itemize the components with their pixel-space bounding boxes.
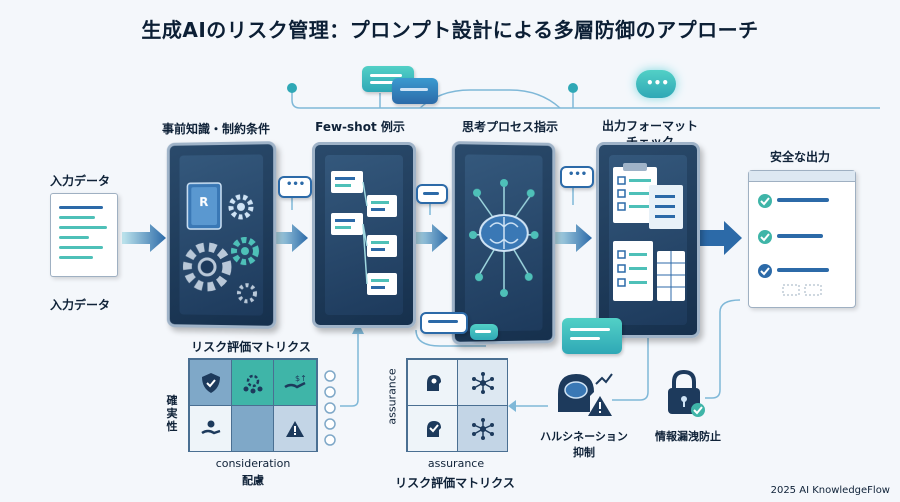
arrow-format-to-output [696, 221, 742, 255]
checklist-graphic [609, 155, 687, 325]
left-matrix-x-label-1: consideration [198, 457, 308, 470]
check-icon-2 [758, 230, 772, 244]
left-matrix-cell-5 [231, 405, 274, 452]
left-matrix-cell-4 [189, 405, 232, 452]
right-risk-matrix [406, 358, 508, 452]
left-matrix-cell-1 [189, 359, 232, 406]
thinking-label: 思考プロセス指示 [440, 118, 580, 135]
checklist-doc-3 [613, 241, 653, 301]
hand-money-icon: $↑ [283, 373, 307, 393]
feedback-leak [705, 300, 740, 398]
right-matrix-x-label: assurance [406, 457, 506, 470]
top-feedback-node-2 [568, 83, 578, 93]
book-gear-graphic [180, 154, 264, 315]
left-matrix-title: リスク評価マトリクス [186, 338, 316, 355]
right-matrix-cell-3 [407, 405, 458, 452]
example-card-1 [331, 171, 363, 193]
hand-person-icon [200, 419, 222, 439]
chat-bubble-lower-1 [420, 312, 468, 334]
arrow-fewshot-to-thinking [412, 224, 448, 252]
brain-network-graphic [465, 154, 543, 331]
chat-bubble-left: ••• [278, 176, 312, 198]
safe-output-window [748, 170, 856, 308]
footer-credit: 2025 AI KnowledgeFlow [771, 485, 890, 496]
left-matrix-cell-2 [231, 359, 274, 406]
example-card-4 [367, 235, 397, 257]
lock-check-badge [691, 403, 705, 417]
gear-icon-small [231, 197, 251, 217]
input-label-top: 入力データ [40, 172, 120, 189]
chat-bubble-lower-2 [470, 324, 498, 340]
right-matrix-y-label: assurance [386, 357, 399, 437]
network-icon-2 [472, 418, 494, 440]
left-matrix-cell-3: $↑ [273, 359, 317, 406]
prior-knowledge-panel: R [167, 141, 276, 329]
hallucination-icon [552, 368, 616, 420]
safe-output-label: 安全な出力 [750, 148, 850, 165]
head-gear-icon [423, 373, 443, 393]
chat-bubble-middle [416, 184, 448, 204]
right-matrix-cell-2 [457, 359, 508, 406]
network-icon [472, 372, 494, 394]
example-card-2 [331, 213, 363, 235]
left-matrix-cell-6 [273, 405, 317, 452]
check-icon-1 [758, 194, 772, 208]
example-cards-graphic [325, 155, 403, 315]
gear-icon-bottom [239, 285, 255, 301]
gear-icon-large [187, 247, 227, 287]
chat-bubble-lower-3 [562, 318, 622, 354]
gear-icon-teal [234, 240, 256, 262]
shield-check-icon [201, 372, 221, 394]
right-matrix-cell-1 [407, 359, 458, 406]
warning-icon [285, 420, 305, 438]
feedback-matrix-left [340, 328, 358, 406]
head-check-icon [423, 419, 443, 439]
arrow-input-to-knowledge [122, 224, 166, 252]
few-shot-label: Few-shot 例示 [300, 118, 420, 135]
right-matrix-cell-4 [457, 405, 508, 452]
hallucination-label-1: ハルシネーション [528, 428, 640, 444]
brain-icon [480, 215, 528, 251]
format-check-panel [596, 142, 700, 338]
team-gear-icon [242, 372, 264, 394]
format-check-label-1: 出力フォーマット [585, 117, 715, 134]
lock-icon [664, 368, 708, 418]
svg-text:$↑: $↑ [295, 374, 307, 383]
chat-bubble-right: ••• [560, 166, 594, 188]
left-matrix-y-label: 確実性 [165, 394, 179, 433]
left-matrix-x-label-2: 配慮 [198, 472, 308, 488]
left-risk-matrix: $↑ [188, 358, 318, 452]
input-label-bottom: 入力データ [40, 296, 120, 313]
arrow-knowledge-to-fewshot [272, 224, 308, 252]
chat-bubble-glowing: ••• [636, 70, 676, 98]
few-shot-panel [312, 142, 416, 328]
chat-bubble-top-2 [392, 78, 438, 104]
left-matrix-scale-dots [322, 368, 338, 448]
check-icon-3 [758, 264, 772, 278]
leak-prevention-label: 情報漏洩防止 [640, 428, 736, 444]
arrow-thinking-to-format [552, 224, 592, 252]
input-document [50, 193, 118, 277]
output-checklist [749, 181, 855, 307]
table-doc [657, 251, 685, 301]
example-card-5 [367, 273, 397, 295]
warning-icon-small [588, 396, 612, 416]
checklist-doc-2 [649, 185, 683, 229]
right-matrix-title: リスク評価マトリクス [380, 474, 530, 491]
book-letter: R [199, 195, 208, 209]
top-feedback-node-1 [287, 83, 297, 93]
hallucination-label-2: 抑制 [528, 444, 640, 460]
example-card-3 [367, 195, 397, 217]
prior-knowledge-label: 事前知識・制約条件 [146, 120, 286, 137]
